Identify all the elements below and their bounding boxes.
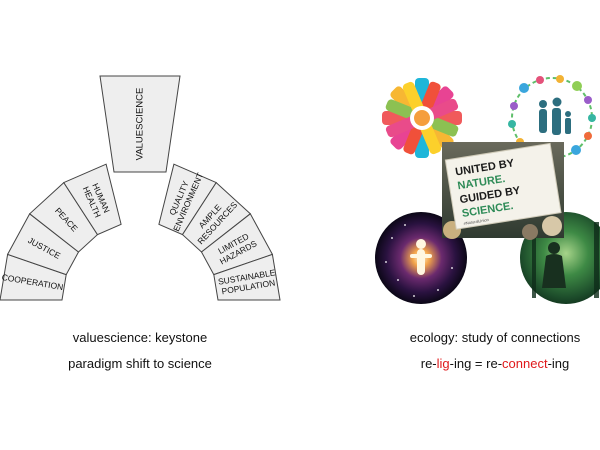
caption-keystone: valuescience: keystone (72, 330, 208, 345)
protest-sign-photo: UNITED BY NATURE. GUIDED BY SCIENCE. #Na… (442, 142, 564, 240)
hands-logo-image (382, 78, 462, 158)
keystone: VALUESCIENCE (99, 75, 181, 173)
keystone-block (99, 75, 181, 173)
sign-hashtag: #NaturalUnion (463, 217, 489, 226)
caption-paradigm-shift: paradigm shift to science (68, 356, 212, 371)
caption-religing-part1: re- (420, 356, 437, 371)
right-stone-4 (213, 253, 281, 301)
keystone-label: VALUESCIENCE (135, 88, 146, 161)
left-stone-4 (63, 163, 122, 236)
caption-religing-part5: -ing (547, 356, 570, 371)
caption-religing-connect: connect (502, 356, 548, 371)
caption-religing-lig: lig (436, 356, 450, 371)
image-collage: UNITED BY NATURE. GUIDED BY SCIENCE. #Na… (375, 75, 600, 304)
caption-ecology: ecology: study of connections (409, 330, 581, 345)
caption-religing-part3: -ing = re- (449, 356, 503, 371)
wildlife-circle-image (508, 75, 596, 161)
caption-religing: re-lig-ing = re-connect-ing (395, 356, 595, 371)
